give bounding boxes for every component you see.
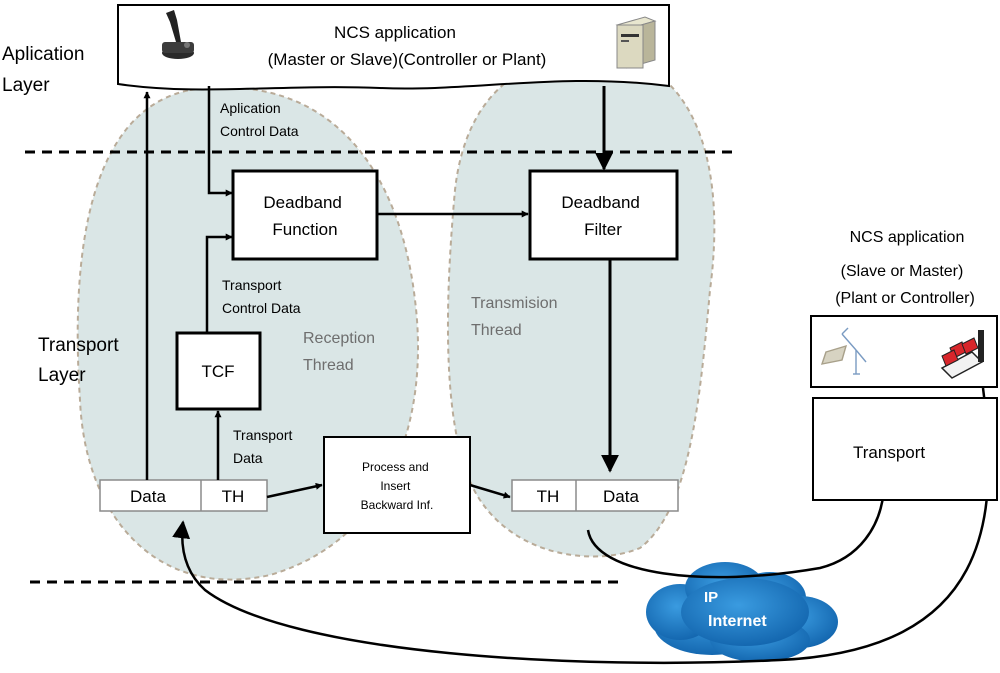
cloud-internet-label: Internet <box>708 613 767 630</box>
received-packet <box>99 479 268 512</box>
arrow-app-control-to-deadband <box>207 86 233 197</box>
remote-ncs-line1: (Slave or Master) <box>841 263 964 280</box>
received-packet-data: Data <box>130 487 166 506</box>
process-insert-backward-label: Process and Insert Backward Inf. <box>361 460 434 512</box>
ncs-application-subtitle: (Master or Slave)(Controller or Plant) <box>268 50 547 69</box>
transmitted-packet <box>511 479 679 512</box>
server-icon <box>615 16 657 69</box>
application-control-data-label: Aplication Control Data <box>220 100 299 139</box>
cloud-ip-label: IP <box>704 589 718 606</box>
deadband-function-label: Deadband Function <box>263 193 346 239</box>
transport-control-data-label: Transport Control Data <box>222 277 301 316</box>
joystick-icon <box>162 10 194 59</box>
received-packet-th: TH <box>222 487 245 506</box>
robot-arm-icon <box>820 327 867 375</box>
tcf-label: TCF <box>201 362 234 381</box>
internet-cloud-icon: IP Internet <box>646 562 838 662</box>
ncs-application-box <box>117 4 670 91</box>
deadband-filter-box <box>528 169 679 261</box>
deadband-function-box <box>231 169 379 261</box>
process-insert-backward-box <box>323 436 471 534</box>
transport-data-label: Transport Data <box>233 427 296 466</box>
transport-layer-label: Transport Layer <box>38 335 124 386</box>
remote-transport-box <box>812 397 998 501</box>
ncs-application-title: NCS application <box>334 23 456 42</box>
factory-icon <box>940 330 984 379</box>
arrow-from-remote-node <box>172 387 990 665</box>
transmission-thread-label: Transmision Thread <box>471 295 562 339</box>
remote-ncs-line2: (Plant or Controller) <box>835 290 975 307</box>
remote-transport-label: Transport <box>853 443 925 462</box>
arrow-process-to-packet <box>469 483 511 499</box>
remote-ncs-title: NCS application <box>850 229 965 246</box>
application-layer-label: Aplication Layer <box>2 44 90 96</box>
flow-arrows <box>143 86 529 499</box>
arrow-tcf-to-deadband <box>205 233 233 333</box>
tcf-box <box>175 331 262 411</box>
transmitted-packet-data: Data <box>603 487 639 506</box>
deadband-filter-label: Deadband Filter <box>561 193 644 239</box>
reception-thread-label: Reception Thread <box>303 330 380 374</box>
transmitted-packet-th: TH <box>537 487 560 506</box>
arrow-packet-to-process <box>266 482 323 499</box>
